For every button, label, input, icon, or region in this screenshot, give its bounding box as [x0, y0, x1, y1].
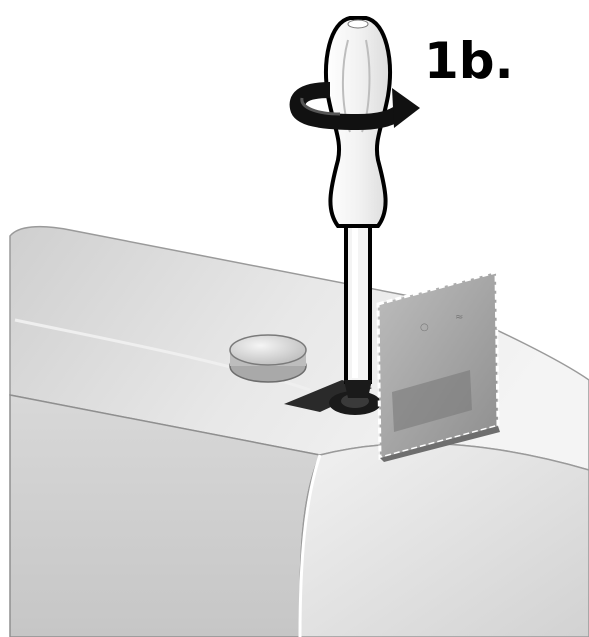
removable-panel: ○ ≈	[376, 270, 500, 462]
svg-text:○: ○	[420, 322, 429, 333]
screwdriver-icon	[324, 16, 392, 398]
appliance-housing	[9, 225, 589, 637]
housing-right-face	[299, 442, 589, 637]
step-label: 1b.	[424, 32, 514, 90]
rotate-clockwise-arrow-icon	[289, 82, 420, 131]
round-knob	[229, 334, 307, 383]
svg-text:≈: ≈	[455, 312, 463, 323]
housing-front-edge	[298, 454, 322, 637]
